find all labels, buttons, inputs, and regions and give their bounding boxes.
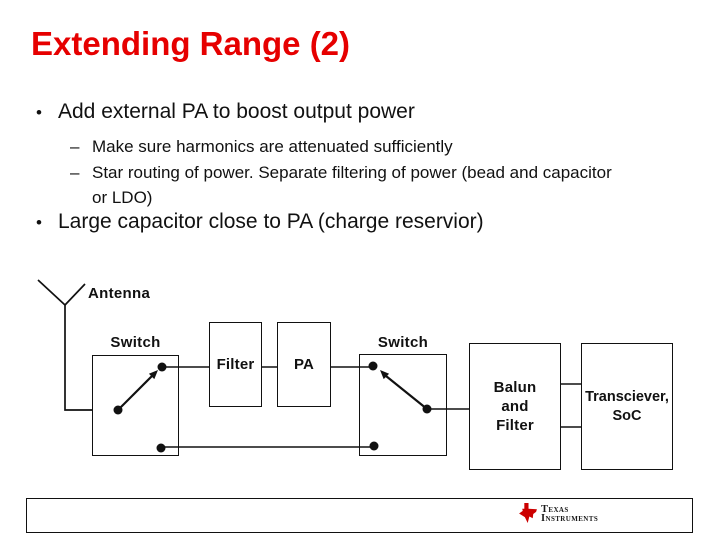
bullet-item-large-capacitor: • Large capacitor close to PA (charge re… [36,209,484,235]
bullet-item-add-pa: • Add external PA to boost output power [36,99,415,125]
bullet-text: Add external PA to boost output power [58,100,415,123]
slide-title: Extending Range (2) [31,25,351,62]
antenna-label: Antenna [88,285,151,302]
sub-bullet-text-line1: Star routing of power. Separate filterin… [92,163,612,182]
sub-bullet-harmonics: – Make sure harmonics are attenuated suf… [70,134,453,159]
sub-bullet-star-routing: – Star routing of power. Separate filter… [70,160,612,210]
sub-bullet-text: Make sure harmonics are attenuated suffi… [92,137,453,156]
balun-label-line2: and [501,398,529,415]
dash-icon: – [70,163,80,182]
switch-left-box [92,355,179,456]
transceiver-soc-box: Transciever, SoC [581,343,673,470]
footer-box [26,498,693,533]
pa-box: PA [277,322,331,407]
switch-right-label: Switch [377,334,429,351]
transceiver-label-line1: Transciever, [585,388,669,405]
switch-right-box [359,354,447,456]
bullet-dot-icon: • [36,103,42,122]
balun-filter-box: Balun and Filter [469,343,561,470]
sub-bullet-text-line2: or LDO) [92,188,153,207]
balun-label-line3: Filter [496,417,534,434]
ti-logo-text: Texas Instruments [541,503,599,524]
filter-label: Filter [216,356,255,373]
filter-box: Filter [209,322,262,407]
balun-label-line1: Balun [493,379,537,396]
switch-left-label: Switch [110,334,161,351]
bullet-text: Large capacitor close to PA (charge rese… [58,210,484,233]
dash-icon: – [70,137,80,156]
ti-logo: Texas Instruments [519,503,598,524]
ti-logo-line1: Texas [541,503,569,515]
ti-texas-map-icon [519,503,537,523]
transceiver-label-line2: SoC [612,407,642,424]
bullet-dot-icon: • [36,213,42,232]
ti-logo-line2: Instruments [541,512,599,524]
pa-label: PA [293,356,315,373]
antenna-icon [37,279,93,411]
